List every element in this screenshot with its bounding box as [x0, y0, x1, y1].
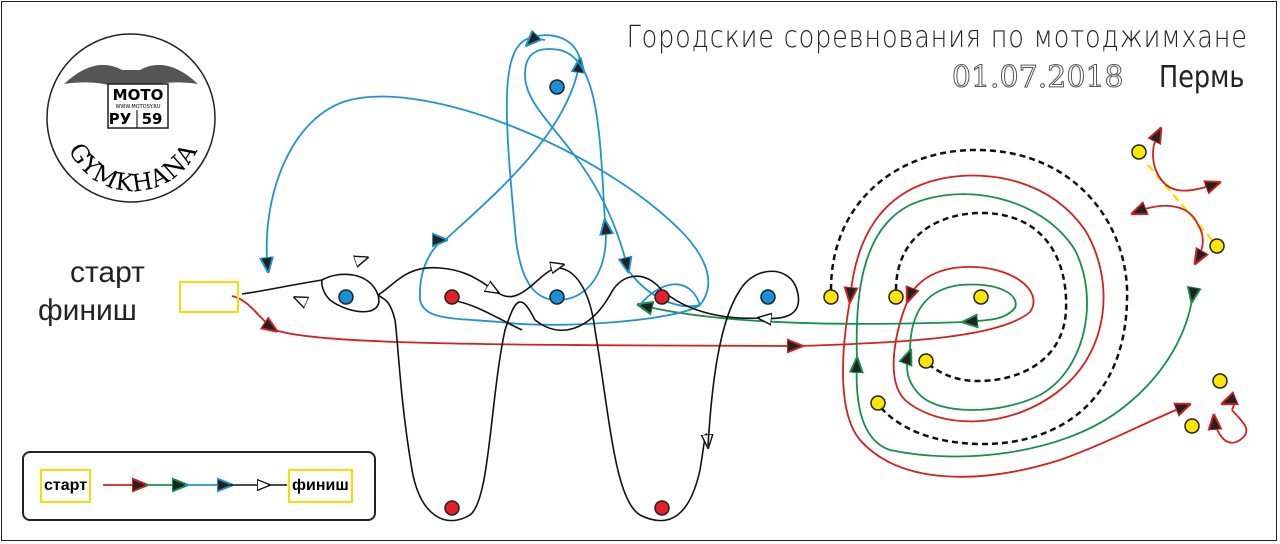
- cone-yellow: [870, 395, 886, 411]
- finish-label: финиш: [38, 294, 137, 327]
- logo-plate-right: 59: [142, 110, 163, 128]
- cone-red: [654, 500, 670, 516]
- logo-plate-url: WWW.MOTOSY.RU: [115, 104, 160, 110]
- event-date-location: 01.07.2018 Пермь: [951, 60, 1244, 96]
- page-title: Городские соревнования по мотоджимхане: [626, 20, 1248, 55]
- cone-yellow: [1212, 373, 1228, 389]
- cone-yellow: [1184, 418, 1200, 434]
- cone-blue: [338, 289, 354, 305]
- cone-blue: [760, 289, 776, 305]
- black-path: [241, 258, 800, 522]
- green-path: [640, 193, 1192, 458]
- logo-plate-top: МОТО: [113, 86, 164, 104]
- wings-icon: [64, 64, 198, 86]
- cone-red: [444, 500, 460, 516]
- legend-start: старт: [40, 469, 92, 503]
- cone-red: [654, 289, 670, 305]
- cone-yellow: [1209, 238, 1225, 254]
- gymkhana-logo: МОТО WWW.MOTOSY.RU РУ 59 GYMKHANA: [46, 33, 216, 203]
- legend-finish: финиш: [288, 469, 353, 503]
- cone-blue: [549, 79, 565, 95]
- yellow-guide-line: [1147, 164, 1213, 241]
- event-city: Пермь: [1158, 60, 1244, 95]
- cone-yellow: [823, 289, 839, 305]
- cone-yellow: [918, 353, 934, 369]
- cone-yellow: [973, 289, 989, 305]
- cone-red: [444, 289, 460, 305]
- dashed-paths: [829, 148, 1129, 446]
- legend: старт финиш: [22, 451, 376, 521]
- cone-yellow: [1131, 144, 1147, 160]
- start-finish-box: [179, 281, 239, 313]
- start-label: старт: [70, 256, 145, 289]
- red-path: [231, 130, 1248, 478]
- blue-path: [267, 35, 710, 326]
- cone-yellow: [888, 289, 904, 305]
- logo-plate-left: РУ: [109, 110, 132, 128]
- cones: [338, 79, 1228, 516]
- event-date: 01.07.2018: [951, 60, 1124, 96]
- cone-blue: [549, 289, 565, 305]
